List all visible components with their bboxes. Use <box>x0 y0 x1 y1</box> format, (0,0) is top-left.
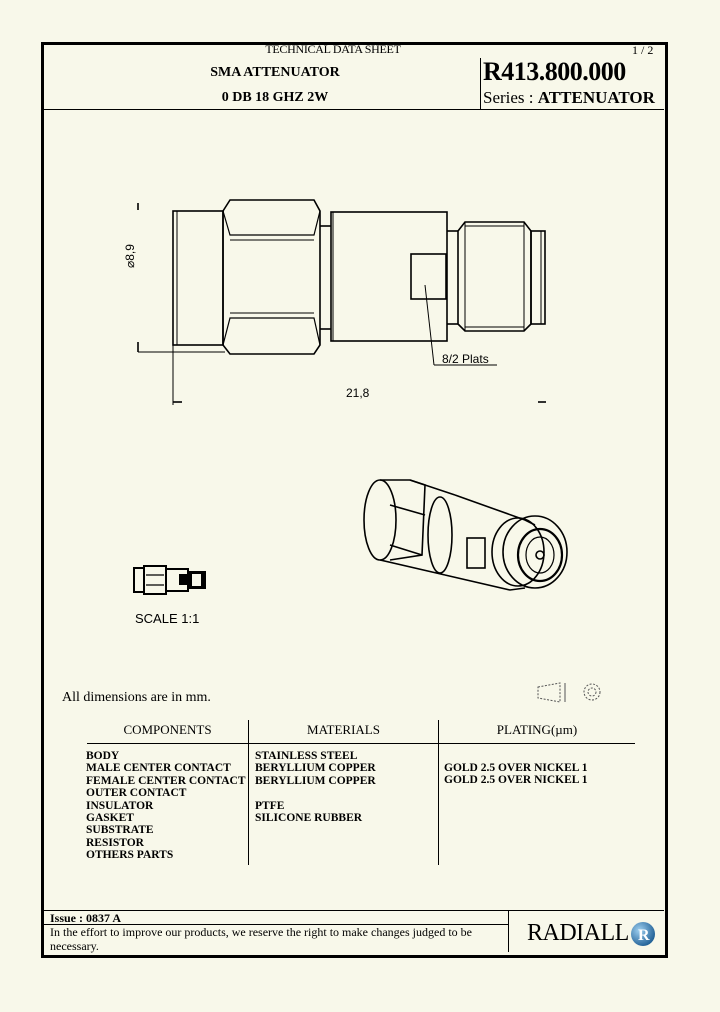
dimensions-note: All dimensions are in mm. <box>62 690 211 705</box>
table-header-plating: PLATING(µm) <box>496 722 578 737</box>
issue-number: Issue : 0837 A <box>50 911 122 925</box>
table-header-rule <box>87 743 635 744</box>
product-title: SMA ATTENUATOR <box>210 65 340 80</box>
product-subtitle: 0 DB 18 GHZ 2W <box>221 90 329 105</box>
diameter-dimension: ⌀8,9 <box>123 244 137 268</box>
footer-top-line <box>44 910 664 911</box>
table-cell: BERYLLIUM COPPER <box>255 762 376 775</box>
sheet-frame <box>41 42 668 958</box>
page-number: 1 / 2 <box>632 43 654 57</box>
table-cell: MALE CENTER CONTACT <box>86 762 231 775</box>
header-bottom-line <box>44 109 664 110</box>
table-column-divider <box>248 720 249 865</box>
table-cell: FEMALE CENTER CONTACT <box>86 774 246 787</box>
table-cell: INSULATOR <box>86 799 154 812</box>
series-label: Series : <box>483 88 534 107</box>
table-header-materials: MATERIALS <box>307 722 380 737</box>
header-divider <box>480 58 481 109</box>
projection-symbol-icon <box>537 682 601 703</box>
table-cell: BERYLLIUM COPPER <box>255 774 376 787</box>
disclaimer-text: In the effort to improve our products, w… <box>50 925 472 953</box>
table-cell: PTFE <box>255 799 285 812</box>
part-number: R413.800.000 <box>483 57 626 86</box>
table-cell: SUBSTRATE <box>86 824 154 837</box>
connector-side-view-drawing <box>137 199 546 405</box>
radiall-logo-icon: R <box>631 922 655 946</box>
table-cell: STAINLESS STEEL <box>255 750 358 762</box>
table-cell: SILICONE RUBBER <box>255 812 363 825</box>
table-cell: OTHERS PARTS <box>86 849 174 862</box>
brand-logo-text: RADIALL <box>527 920 629 946</box>
table-header-components: COMPONENTS <box>123 722 212 737</box>
scale-label: SCALE 1:1 <box>135 611 200 626</box>
scale-thumbnail <box>133 565 206 595</box>
table-column-divider <box>438 720 439 865</box>
materials-column: STAINLESS STEEL BERYLLIUM COPPER BERYLLI… <box>255 750 376 824</box>
components-column: BODY MALE CENTER CONTACT FEMALE CENTER C… <box>86 750 246 862</box>
svg-text:R: R <box>638 927 650 944</box>
plating-column: GOLD 2.5 OVER NICKEL 1 GOLD 2.5 OVER NIC… <box>444 762 587 787</box>
table-cell <box>255 787 376 799</box>
issue-underline <box>44 924 508 925</box>
table-cell: BODY <box>86 750 120 762</box>
footer-divider <box>508 910 509 952</box>
doc-type-label: TECHNICAL DATA SHEET <box>265 42 401 56</box>
table-cell: RESISTOR <box>86 836 144 849</box>
table-cell: GOLD 2.5 OVER NICKEL 1 <box>444 762 588 774</box>
connector-isometric-view <box>363 479 568 591</box>
series-value: ATTENUATOR <box>537 88 655 107</box>
table-cell: OUTER CONTACT <box>86 787 187 800</box>
table-cell: GASKET <box>86 812 134 825</box>
length-dimension: 21,8 <box>346 386 370 400</box>
flats-callout: 8/2 Plats <box>442 352 489 366</box>
series-line: Series : ATTENUATOR <box>483 88 655 108</box>
table-cell: GOLD 2.5 OVER NICKEL 1 <box>444 774 588 787</box>
